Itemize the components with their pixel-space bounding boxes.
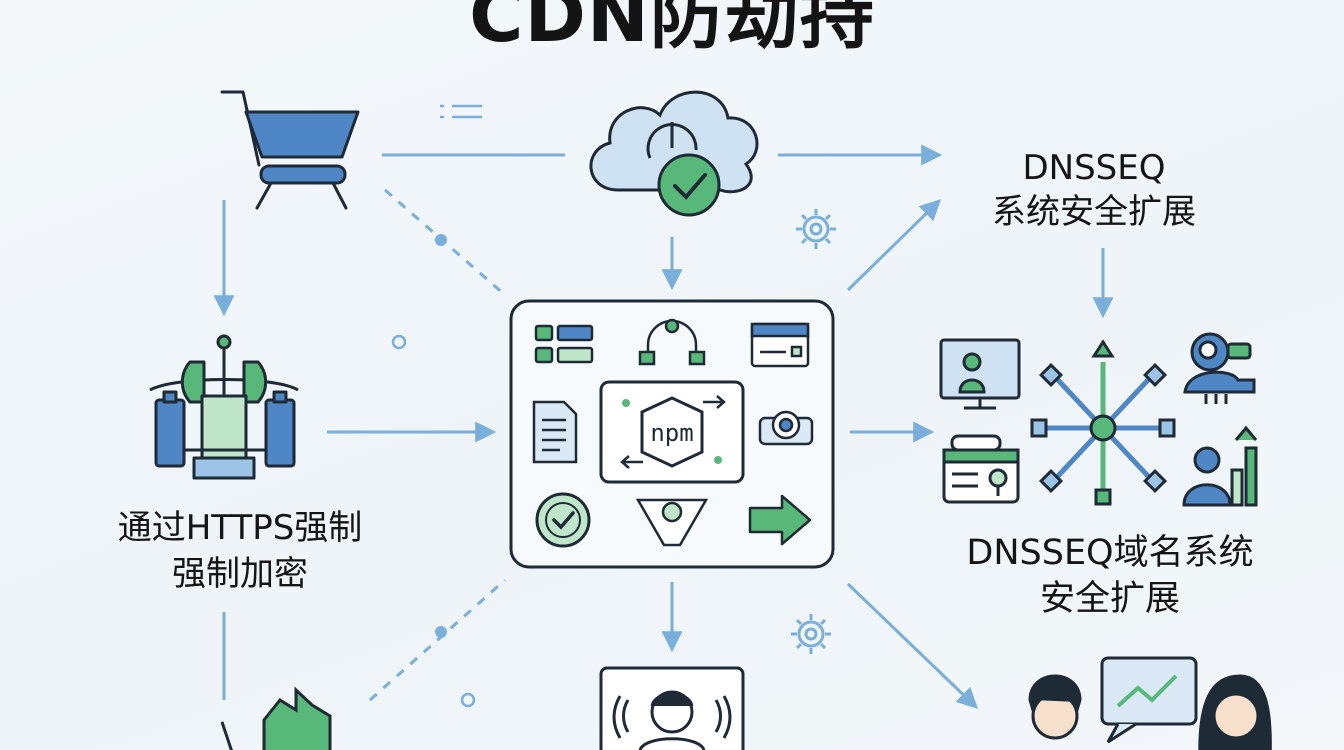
hub-panel: npm <box>509 299 835 569</box>
page-title: CDN防劫持 <box>469 0 875 59</box>
dnsseq-bottom-label: DNSSEQ域名系统 安全扩展 <box>940 530 1280 622</box>
https-line1: 通过HTTPS强制 <box>117 508 363 548</box>
arrow-hub-down-right <box>846 582 979 709</box>
connectors <box>213 144 1114 709</box>
shopping-cart-icon <box>220 90 360 210</box>
dnsseq-bottom-line2: 安全扩展 <box>1039 579 1180 619</box>
network-node-icon <box>638 318 706 366</box>
gear-icon <box>796 209 836 249</box>
npm-core-label: npm <box>650 419 693 447</box>
camera-icon <box>758 410 814 446</box>
people-chat-icon <box>1028 656 1272 750</box>
cloud-check-icon <box>589 90 759 217</box>
analytics-user-icon <box>1182 425 1258 507</box>
document-icon <box>532 400 578 464</box>
window-icon <box>750 322 810 368</box>
npm-core-panel: npm <box>599 380 745 484</box>
arrow-right-icon <box>748 494 812 546</box>
dnsseq-top-label: DNSSEQ 系统安全扩展 <box>958 146 1230 234</box>
https-line2: 强制加密 <box>172 554 308 594</box>
funnel-icon <box>635 498 709 547</box>
face-scan-icon <box>599 666 745 750</box>
list-icon <box>440 104 482 119</box>
dnsseq-top-line1: DNSSEQ <box>1022 148 1166 188</box>
dnsseq-bottom-line1: DNSSEQ域名系统 <box>966 533 1254 573</box>
gear-icon <box>791 614 831 654</box>
checkmark-icon <box>535 492 591 548</box>
support-agent-icon <box>1183 332 1256 404</box>
grid-icon <box>534 324 594 364</box>
https-label: 通过HTTPS强制 强制加密 <box>90 505 390 597</box>
id-card-icon <box>942 434 1020 504</box>
building-icon <box>220 686 332 750</box>
monitor-user-icon <box>939 338 1021 410</box>
router-hub-icon <box>149 334 299 480</box>
dnsseq-top-line2: 系统安全扩展 <box>992 192 1196 232</box>
decorations <box>391 104 836 708</box>
dashed-hub-bottom <box>369 578 506 702</box>
network-hub-icon <box>1030 339 1176 506</box>
arrow-hub-up-right <box>846 199 942 292</box>
